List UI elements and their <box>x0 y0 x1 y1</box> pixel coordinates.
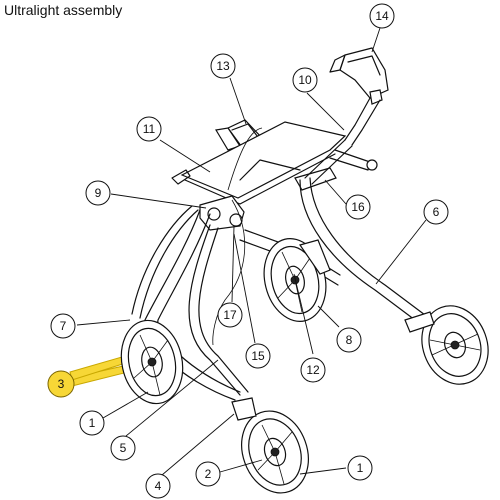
callout-8: 8 <box>336 327 362 353</box>
svg-text:7: 7 <box>60 319 67 333</box>
callout-5: 5 <box>110 435 136 461</box>
callout-15: 15 <box>245 343 271 369</box>
callout-11: 11 <box>136 116 162 142</box>
frame <box>131 127 426 401</box>
svg-text:15: 15 <box>251 349 265 363</box>
callout-13: 13 <box>210 53 236 79</box>
seat-tray <box>171 121 378 205</box>
svg-text:13: 13 <box>216 59 230 73</box>
callout-10: 10 <box>292 67 318 93</box>
front-left-wheel <box>231 397 309 494</box>
svg-text:4: 4 <box>155 479 162 493</box>
svg-text:8: 8 <box>346 333 353 347</box>
svg-text:1: 1 <box>357 461 364 475</box>
svg-text:9: 9 <box>95 186 102 200</box>
svg-text:5: 5 <box>120 441 127 455</box>
svg-text:10: 10 <box>298 73 312 87</box>
svg-text:14: 14 <box>375 9 389 23</box>
rear-right-wheel <box>404 305 489 385</box>
callout-16: 16 <box>345 194 371 220</box>
handlebar-grip <box>329 47 389 146</box>
callout-7: 7 <box>50 313 76 339</box>
svg-text:2: 2 <box>205 467 212 481</box>
callout-3-highlighted: 3 <box>47 370 75 398</box>
hinge-assembly <box>199 159 337 231</box>
svg-text:12: 12 <box>306 363 320 377</box>
rear-left-wheel <box>120 319 184 405</box>
svg-text:11: 11 <box>143 122 156 136</box>
svg-text:6: 6 <box>433 205 440 219</box>
svg-text:3: 3 <box>58 377 65 391</box>
callout-17: 17 <box>217 302 243 328</box>
callout-1-front: 1 <box>347 455 373 481</box>
callout-2: 2 <box>195 461 221 487</box>
callout-1-rear: 1 <box>79 410 105 436</box>
callout-4: 4 <box>145 473 171 499</box>
svg-text:16: 16 <box>351 200 365 214</box>
callout-6: 6 <box>423 199 449 225</box>
leader-lines <box>76 27 427 476</box>
callout-14: 14 <box>369 3 395 29</box>
svg-text:1: 1 <box>89 416 96 430</box>
svg-text:17: 17 <box>223 308 237 322</box>
callout-9: 9 <box>85 180 111 206</box>
diagram-title: Ultralight assembly <box>4 2 123 18</box>
callout-12: 12 <box>300 357 326 383</box>
